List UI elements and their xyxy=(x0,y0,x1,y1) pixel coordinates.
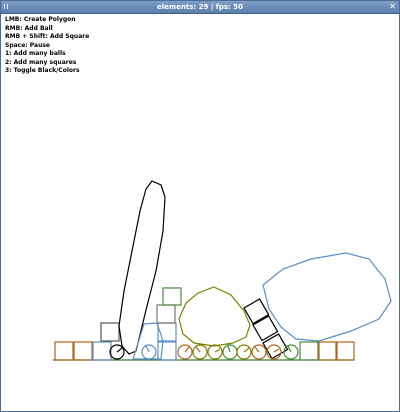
ball xyxy=(266,344,282,360)
square xyxy=(92,341,112,361)
ball xyxy=(236,344,252,360)
ball xyxy=(177,344,193,360)
instruction-many-balls: 1: Add many balls xyxy=(5,50,66,57)
square xyxy=(54,341,74,361)
instructions-list: LMB: Create Polygon RMB: Add Ball RMB + … xyxy=(5,16,89,76)
physics-canvas[interactable] xyxy=(1,13,399,411)
instruction-create-polygon: LMB: Create Polygon xyxy=(5,16,76,23)
window-menu-icon[interactable] xyxy=(3,3,10,10)
blue-blob-polygon xyxy=(262,252,392,342)
square xyxy=(318,341,338,361)
square xyxy=(100,322,120,342)
instruction-toggle-colors: 3: Toggle Black/Colors xyxy=(5,67,80,74)
balls xyxy=(109,344,299,360)
square xyxy=(335,341,355,361)
title-bar[interactable]: elements: 29 | fps: 50 ✕ xyxy=(1,1,399,14)
square xyxy=(299,341,319,361)
ball xyxy=(109,344,125,360)
ball xyxy=(192,344,208,360)
square xyxy=(157,322,177,342)
ball xyxy=(283,344,299,360)
square xyxy=(162,287,182,306)
square xyxy=(73,341,93,361)
capsule-polygon xyxy=(118,180,166,355)
square xyxy=(157,341,177,361)
window-title: elements: 29 | fps: 50 xyxy=(156,3,244,11)
blue-polygon xyxy=(132,322,164,360)
close-icon[interactable]: ✕ xyxy=(389,2,396,11)
ball xyxy=(251,344,267,360)
instruction-many-squares: 2: Add many squares xyxy=(5,58,77,66)
square xyxy=(243,298,270,325)
square xyxy=(156,304,176,324)
instruction-add-ball: RMB: Add Ball xyxy=(5,24,53,32)
ball xyxy=(207,344,223,360)
olive-blob-polygon xyxy=(178,286,251,347)
instruction-pause: Space: Pause xyxy=(5,41,50,49)
instruction-add-square: RMB + Shift: Add Square xyxy=(5,33,90,40)
square xyxy=(252,315,279,342)
